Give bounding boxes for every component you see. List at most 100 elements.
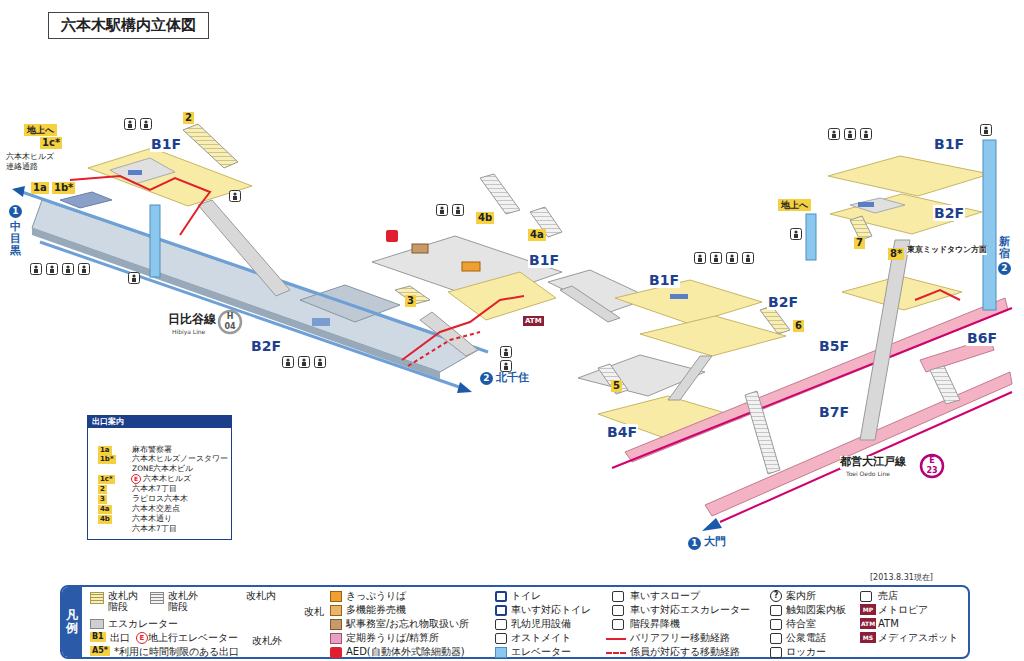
map-label: [2013.8.31現在] — [870, 573, 933, 582]
legend-symbol — [770, 619, 782, 630]
legend-text: 定期券うりば/精算所 — [346, 632, 439, 644]
west-concourse — [198, 200, 290, 296]
legend-symbol — [330, 647, 342, 658]
facility-icons — [743, 253, 754, 264]
badge-text: 1c* — [42, 137, 60, 149]
legend-symbol — [860, 591, 872, 602]
facility-icons — [501, 347, 512, 358]
east-building — [858, 202, 874, 207]
legend-text: トイレ — [511, 590, 541, 602]
badge-text: 3 — [407, 295, 414, 307]
legend-symbol — [495, 591, 507, 602]
middle-concourse — [480, 174, 520, 214]
exit-description: 六本木交差点 — [132, 504, 180, 513]
facility-icons — [437, 205, 448, 216]
legend-symbol — [330, 591, 342, 602]
diagram-title: 六本木駅構内立体図 — [48, 12, 209, 39]
hibiya-platform — [32, 228, 440, 379]
map-label: 改札内 — [246, 590, 276, 602]
map-label: ATM — [860, 618, 876, 629]
middle-concourse — [412, 244, 428, 253]
legend-text: 地上行エレベーター — [148, 632, 238, 644]
oedo-platforms — [625, 298, 1008, 462]
badge-text: 4a — [100, 505, 110, 514]
map-label: 改札 — [304, 606, 324, 618]
exit-number-badge: 4a — [528, 229, 546, 241]
hibiya-platform — [32, 200, 478, 372]
exit-number-badge: 2 — [98, 485, 107, 494]
exit-number-badge: 8* — [888, 248, 904, 260]
oedo-platforms — [921, 455, 943, 477]
legend-text: ロッカー — [786, 646, 826, 658]
legend-text: ATM — [878, 618, 899, 630]
floor-label: B5F — [818, 338, 850, 354]
panel-heading: 出口案内 — [88, 416, 231, 428]
badge-text: 1c* — [100, 475, 113, 484]
legend-text: メトロピア — [878, 604, 928, 616]
exit-number-badge: 4a — [98, 505, 112, 514]
legend-heading: 凡例 — [66, 609, 78, 635]
badge-text: 1a — [33, 182, 47, 194]
exit-number-badge: 3 — [98, 495, 107, 504]
west-concourse — [183, 124, 238, 168]
exit-number-badge: 3 — [405, 295, 416, 307]
east-building — [983, 140, 996, 310]
legend-symbol — [330, 619, 342, 630]
west-concourse — [70, 176, 210, 235]
badge-text: 1b* — [54, 182, 73, 194]
map-label: 大門 — [704, 536, 726, 549]
east-building — [915, 290, 960, 300]
middle-concourse — [560, 286, 620, 322]
facility-icons — [125, 119, 136, 130]
facility-icons — [453, 205, 464, 216]
east-building — [806, 214, 816, 260]
facility-icons — [981, 125, 992, 136]
map-label: 2 — [998, 262, 1011, 275]
badge-text: 3 — [100, 495, 105, 504]
middle-concourse — [448, 272, 556, 320]
floor-label: B7F — [818, 404, 850, 420]
facility-icons — [791, 229, 802, 240]
exit-number-badge: 4b — [98, 515, 112, 524]
legend-symbol — [606, 638, 626, 640]
map-label: 04 — [224, 322, 235, 331]
exit-description: ZONE六本木ビル — [132, 464, 193, 473]
legend-symbol — [770, 605, 782, 616]
legend-symbol — [90, 592, 104, 604]
legend-text: 駅事務室/お忘れ物取扱い所 — [346, 618, 469, 630]
map-label: 六本木ヒルズ 連絡通路 — [6, 152, 54, 171]
badge-text: 1a — [100, 446, 110, 455]
legend-text: 売店 — [878, 590, 898, 602]
legend-strip: 凡例 — [62, 587, 82, 657]
facility-icons — [283, 357, 294, 368]
exit-description: ラピロス六本木 — [132, 494, 188, 503]
map-label: 都営大江戸線 — [840, 456, 906, 469]
exit-number-badge: 4b — [476, 212, 494, 224]
map-label: Toei Oedo Line — [846, 471, 890, 478]
badge-text: 地上へ — [781, 200, 808, 210]
east-building — [806, 140, 996, 440]
hibiya-platform — [12, 186, 488, 393]
legend-text: 車いす対応エスカレーター — [630, 604, 750, 616]
exit-number-badge: 1b* — [98, 455, 116, 464]
legend-symbol — [606, 652, 626, 654]
legend-symbol — [770, 633, 782, 644]
legend-symbol — [612, 619, 624, 630]
legend-text: 係員が対応する移動経路 — [630, 646, 740, 658]
facility-icons — [711, 253, 722, 264]
hibiya-platform — [12, 186, 25, 197]
east-building — [860, 240, 910, 440]
legend-text: *利用に時間制限のある出口 — [114, 646, 239, 658]
legend-text: 乳幼児用設備 — [511, 618, 571, 630]
facility-icons — [230, 191, 241, 202]
legend-symbol — [495, 647, 507, 658]
east-concourse — [598, 364, 628, 394]
legend-text: 出口 — [110, 632, 130, 644]
facility-icons — [63, 264, 74, 275]
legend-symbol — [495, 619, 507, 630]
map-label: 改札外 — [252, 635, 282, 647]
floor-label: B1F — [648, 272, 680, 288]
exit-number-badge: 1a — [31, 182, 49, 194]
exit-number-badge: 1c* — [98, 475, 115, 484]
